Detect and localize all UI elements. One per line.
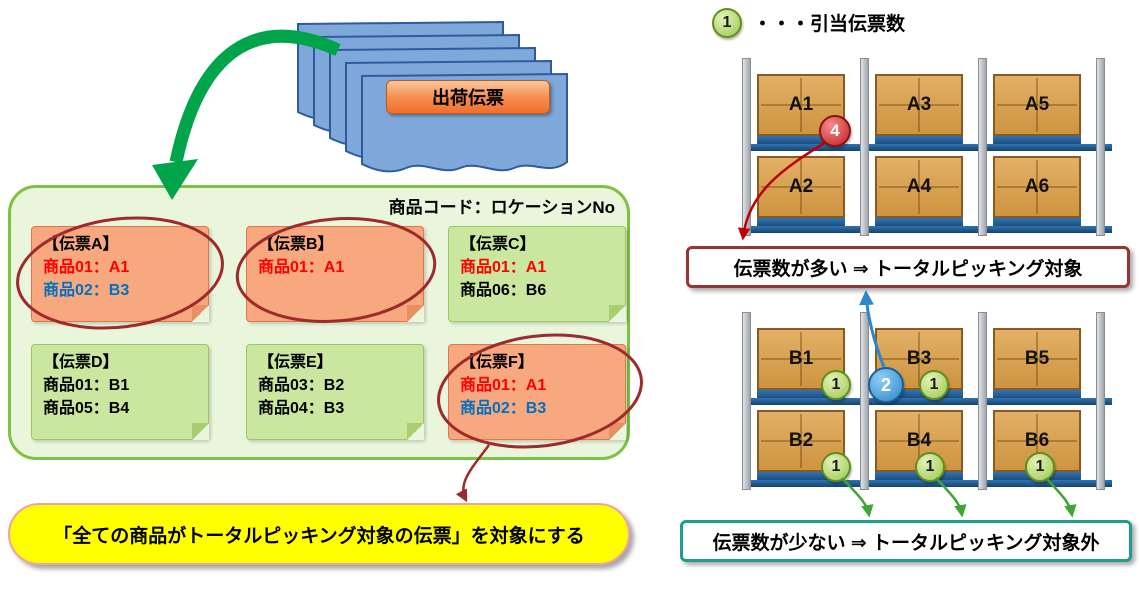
page-curl xyxy=(609,423,626,440)
legend-count-badge: 1 xyxy=(712,8,742,38)
count-badge-b3: 1 xyxy=(919,370,949,400)
rack-post xyxy=(1096,312,1105,490)
rack-post xyxy=(978,312,987,490)
note-b: 【伝票B】 商品01：A1 xyxy=(246,226,424,322)
pallet xyxy=(757,218,845,226)
note-c: 【伝票C】 商品01：A1 商品06：B6 xyxy=(448,226,626,322)
note-title: 【伝票D】 xyxy=(43,354,119,371)
carton-box: A3 xyxy=(875,74,963,136)
pallet xyxy=(993,136,1081,144)
pallet xyxy=(757,472,845,480)
carton-box: A6 xyxy=(993,156,1081,218)
location-label: B3 xyxy=(906,348,932,369)
carton-box: B5 xyxy=(993,328,1081,390)
count-badge-b2: 1 xyxy=(821,452,851,482)
note-a: 【伝票A】 商品01：A1 商品02：B3 xyxy=(31,226,209,322)
count-badge-a1: 4 xyxy=(819,115,851,147)
pallet xyxy=(757,390,845,398)
shelf-beam xyxy=(744,226,1112,233)
legend-label: ・・・引当伝票数 xyxy=(753,14,906,35)
note-line: 商品06：B6 xyxy=(460,282,547,300)
shelf-beam xyxy=(744,480,1112,487)
location-label: B2 xyxy=(788,430,814,451)
count-badge-b3-total: 2 xyxy=(868,367,904,403)
location-label: B5 xyxy=(1024,348,1050,369)
count-badge-b4: 1 xyxy=(915,452,945,482)
note-title: 【伝票E】 xyxy=(258,354,333,371)
carton-box: A5 xyxy=(993,74,1081,136)
page-curl xyxy=(407,305,424,322)
pallet-unit: A3 xyxy=(875,74,963,144)
slip-container: 商品コード：ロケーションNo 【伝票A】 商品01：A1 商品02：B3 【伝票… xyxy=(8,185,630,460)
location-label: A6 xyxy=(1024,176,1050,197)
page-curl xyxy=(192,423,209,440)
rack-post xyxy=(978,58,987,236)
pallet-unit: B5 xyxy=(993,328,1081,398)
flow-arrow-green xyxy=(152,29,341,200)
note-line: 商品01：A1 xyxy=(460,377,547,395)
location-label: A4 xyxy=(906,176,932,197)
shelf-beam xyxy=(744,144,1112,151)
note-e: 【伝票E】 商品03：B2 商品04：B3 xyxy=(246,344,424,440)
shipping-slip-label: 出荷伝票 xyxy=(386,80,550,114)
pallet xyxy=(875,218,963,226)
container-header: 商品コード：ロケーションNo xyxy=(388,198,615,217)
rack-post xyxy=(742,58,751,236)
rack-post xyxy=(860,58,869,236)
note-title: 【伝票F】 xyxy=(460,354,534,371)
rule-high-box: 伝票数が多い ⇒ トータルピッキング対象 xyxy=(686,246,1130,288)
rule-low-box: 伝票数が少ない ⇒ トータルピッキング対象外 xyxy=(680,520,1132,562)
pallet xyxy=(875,136,963,144)
note-title: 【伝票A】 xyxy=(43,236,119,253)
note-line: 商品01：B1 xyxy=(43,377,130,395)
page-curl xyxy=(407,423,424,440)
location-label: A2 xyxy=(788,176,814,197)
note-line: 商品01：A1 xyxy=(43,259,130,277)
count-badge-b6: 1 xyxy=(1025,452,1055,482)
location-label: A5 xyxy=(1024,94,1050,115)
note-line: 商品03：B2 xyxy=(258,377,345,395)
page-curl xyxy=(192,305,209,322)
pallet xyxy=(875,390,963,398)
rack-a: A1 A3 A5 A2 A4 A6 xyxy=(742,58,1114,236)
carton-box: A4 xyxy=(875,156,963,218)
location-label: A3 xyxy=(906,94,932,115)
note-title: 【伝票C】 xyxy=(460,236,536,253)
pallet-unit: A5 xyxy=(993,74,1081,144)
pallet xyxy=(757,136,845,144)
carton-box: A2 xyxy=(757,156,845,218)
location-label: B6 xyxy=(1024,430,1050,451)
note-line: 商品01：A1 xyxy=(258,259,345,277)
pallet-unit: A2 xyxy=(757,156,845,226)
shelf-beam xyxy=(744,398,1112,405)
pallet-unit: A4 xyxy=(875,156,963,226)
pallet xyxy=(993,218,1081,226)
rack-post xyxy=(742,312,751,490)
note-title: 【伝票B】 xyxy=(258,236,334,253)
note-d: 【伝票D】 商品01：B1 商品05：B4 xyxy=(31,344,209,440)
pallet-unit: A6 xyxy=(993,156,1081,226)
note-f: 【伝票F】 商品01：A1 商品02：B3 xyxy=(448,344,626,440)
note-line: 商品02：B3 xyxy=(43,282,130,300)
note-line: 商品04：B3 xyxy=(258,400,345,418)
rack-post xyxy=(1096,58,1105,236)
conclusion-banner: 「全ての商品がトータルピッキング対象の伝票」を対象にする xyxy=(8,503,630,565)
note-line: 商品05：B4 xyxy=(43,400,130,418)
pallet xyxy=(993,390,1081,398)
count-badge-b1: 1 xyxy=(821,370,851,400)
location-label: A1 xyxy=(788,94,814,115)
page-curl xyxy=(609,305,626,322)
rack-post xyxy=(860,312,869,490)
note-line: 商品01：A1 xyxy=(460,259,547,277)
location-label: B1 xyxy=(788,348,814,369)
location-label: B4 xyxy=(906,430,932,451)
note-line: 商品02：B3 xyxy=(460,400,547,418)
